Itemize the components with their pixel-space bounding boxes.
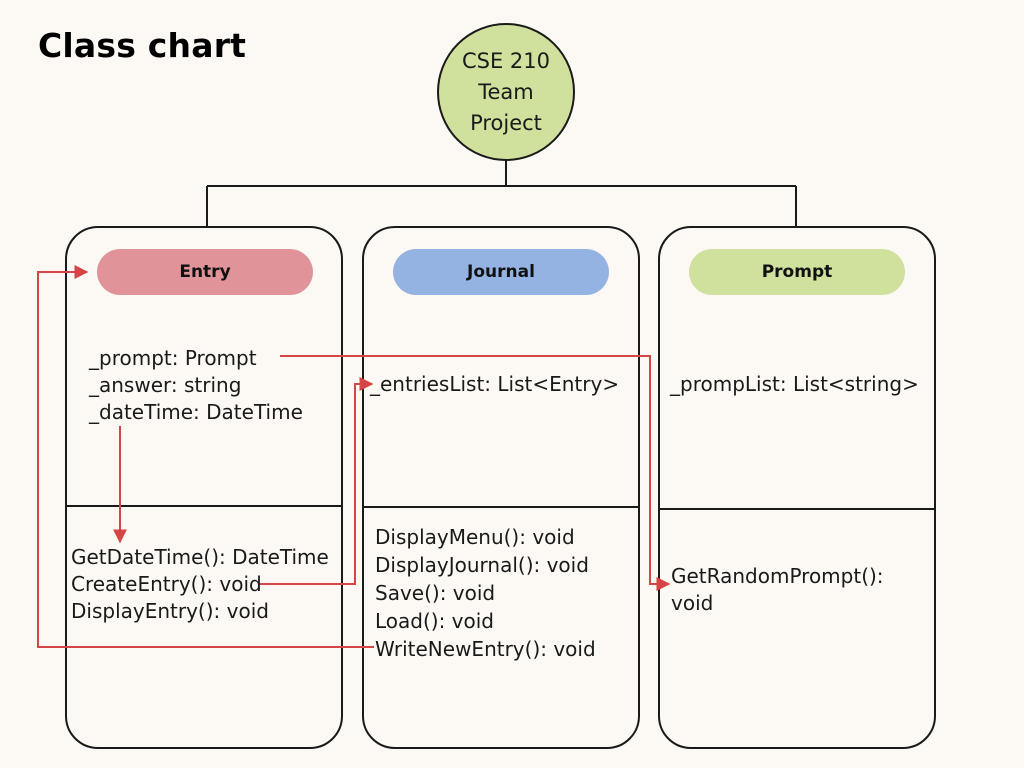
page-title: Class chart <box>38 26 247 65</box>
arrow-prompt-to-getrandomprompt <box>280 355 671 591</box>
journal-method: Load(): void <box>375 609 495 633</box>
entry-class-name: Entry <box>179 262 231 282</box>
prompt-methods: GetRandomPrompt(): void <box>671 563 921 617</box>
entry-attribute: _answer: string <box>89 373 242 397</box>
entry-header-pill <box>97 249 313 295</box>
root-node-circle <box>437 23 575 161</box>
journal-attributes: _entriesList: List<Entry> <box>370 371 619 398</box>
hierarchy-connectors <box>206 160 797 226</box>
root-line-1: CSE 210 <box>461 49 551 73</box>
relationship-arrows <box>37 265 671 648</box>
prompt-attribute: _prompList: List<string> <box>670 372 919 396</box>
journal-method: DisplayMenu(): void <box>375 525 575 549</box>
arrow-writenewentry-to-entry <box>37 265 374 648</box>
entry-method: DisplayEntry(): void <box>71 599 269 623</box>
entry-attribute: _dateTime: DateTime <box>89 400 303 424</box>
entry-methods: GetDateTime(): DateTime CreateEntry(): v… <box>71 544 329 625</box>
prompt-class-box <box>658 226 936 749</box>
entry-attributes: _prompt: Prompt _answer: string _dateTim… <box>89 345 303 426</box>
prompt-class-name: Prompt <box>761 262 833 282</box>
prompt-method: GetRandomPrompt(): void <box>671 564 884 615</box>
journal-method: WriteNewEntry(): void <box>375 637 596 661</box>
journal-header-pill <box>393 249 609 295</box>
arrow-createentry-to-entrieslist <box>258 377 374 585</box>
root-line-2: Team <box>478 80 534 104</box>
journal-attribute: _entriesList: List<Entry> <box>370 372 620 396</box>
entry-attribute: _prompt: Prompt <box>89 346 257 370</box>
journal-method: Save(): void <box>375 581 496 605</box>
journal-methods: DisplayMenu(): void DisplayJournal(): vo… <box>375 523 596 663</box>
prompt-header-pill <box>689 249 905 295</box>
journal-class-box <box>362 226 640 749</box>
prompt-attributes: _prompList: List<string> <box>670 371 919 398</box>
root-line-3: Project <box>470 111 542 135</box>
entry-class-box <box>65 226 343 749</box>
entry-method: GetDateTime(): DateTime <box>71 545 329 569</box>
root-node-label: CSE 210 Team Project <box>440 46 572 139</box>
journal-method: DisplayJournal(): void <box>375 553 589 577</box>
journal-class-name: Journal <box>467 262 535 282</box>
entry-method: CreateEntry(): void <box>71 572 262 596</box>
